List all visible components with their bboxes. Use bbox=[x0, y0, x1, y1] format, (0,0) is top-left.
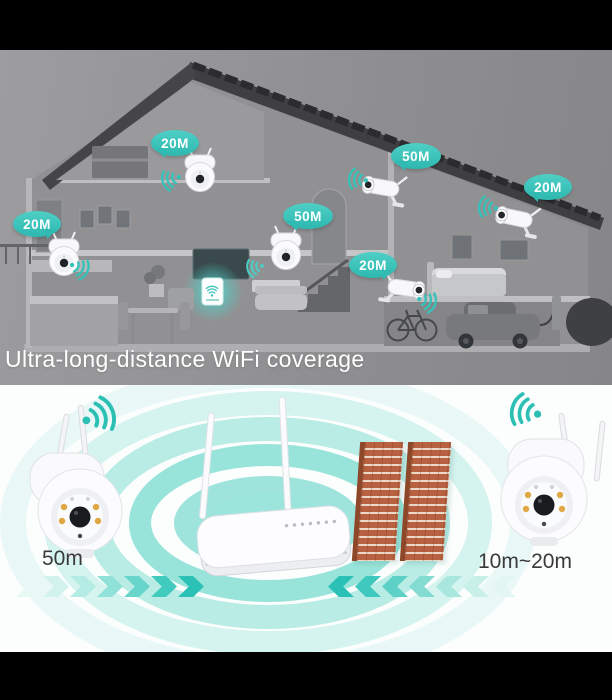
chevron-right-icon bbox=[16, 576, 42, 597]
bicycle bbox=[386, 309, 438, 342]
attic-room bbox=[56, 82, 264, 180]
ptz-camera-right bbox=[500, 390, 606, 546]
house-coverage-scene: 20M 20M 50M 50M 20M 20M Ultra-long-dista… bbox=[0, 50, 612, 385]
chevron-right-icon bbox=[43, 576, 69, 597]
hedge bbox=[566, 298, 612, 346]
right-camera-range-label: 10m~20m bbox=[478, 550, 572, 573]
range-demo-scene: 50m 10m~20m bbox=[0, 385, 612, 652]
badge-label: 20M bbox=[23, 216, 51, 232]
badge-label: 20M bbox=[359, 257, 387, 273]
badge-label: 20M bbox=[534, 179, 562, 195]
chevron-right-icon bbox=[124, 576, 150, 597]
chevron-left-icon bbox=[382, 576, 408, 597]
bed bbox=[432, 274, 506, 296]
distance-badge-right: 20M bbox=[524, 174, 572, 200]
chevron-left-icon bbox=[463, 576, 489, 597]
living-room bbox=[144, 248, 307, 322]
letterbox-top bbox=[0, 0, 612, 50]
brick-wall bbox=[351, 442, 404, 561]
car bbox=[446, 296, 561, 349]
left-camera-range-label: 50m bbox=[42, 547, 83, 570]
chevron-left-icon bbox=[436, 576, 462, 597]
signal-arrows-right bbox=[16, 576, 204, 597]
brick-wall bbox=[399, 442, 452, 561]
badge-label: 20M bbox=[161, 135, 189, 151]
signal-arrows-left bbox=[328, 576, 516, 597]
chevron-left-icon bbox=[355, 576, 381, 597]
sofa bbox=[255, 294, 307, 310]
garage bbox=[384, 296, 561, 349]
letterbox-bottom bbox=[0, 652, 612, 700]
chevron-left-icon bbox=[328, 576, 354, 597]
headline: Ultra-long-distance WiFi coverage bbox=[5, 346, 365, 372]
ev-charger bbox=[552, 296, 561, 330]
chevron-right-icon bbox=[151, 576, 177, 597]
distance-badge-living-room: 50M bbox=[283, 203, 333, 229]
exterior bbox=[0, 244, 612, 346]
indoor-router-icon bbox=[201, 277, 224, 306]
distance-badge-left: 20M bbox=[13, 211, 61, 237]
badge-label: 50M bbox=[294, 208, 322, 224]
wifi-signal-icon bbox=[506, 390, 547, 433]
badge-label: 50M bbox=[402, 148, 430, 164]
chevron-left-icon bbox=[490, 576, 516, 597]
distance-badge-roof-right: 50M bbox=[391, 143, 441, 169]
chevron-left-icon bbox=[409, 576, 435, 597]
ptz-camera-left bbox=[29, 393, 123, 558]
range-demo-illustration bbox=[0, 385, 606, 652]
chevron-right-icon bbox=[178, 576, 204, 597]
wifi-router bbox=[196, 396, 352, 577]
distance-badge-attic: 20M bbox=[151, 130, 199, 156]
bedroom bbox=[427, 234, 529, 296]
chevron-right-icon bbox=[70, 576, 96, 597]
distance-badge-garage: 20M bbox=[349, 252, 397, 278]
chevron-right-icon bbox=[97, 576, 123, 597]
